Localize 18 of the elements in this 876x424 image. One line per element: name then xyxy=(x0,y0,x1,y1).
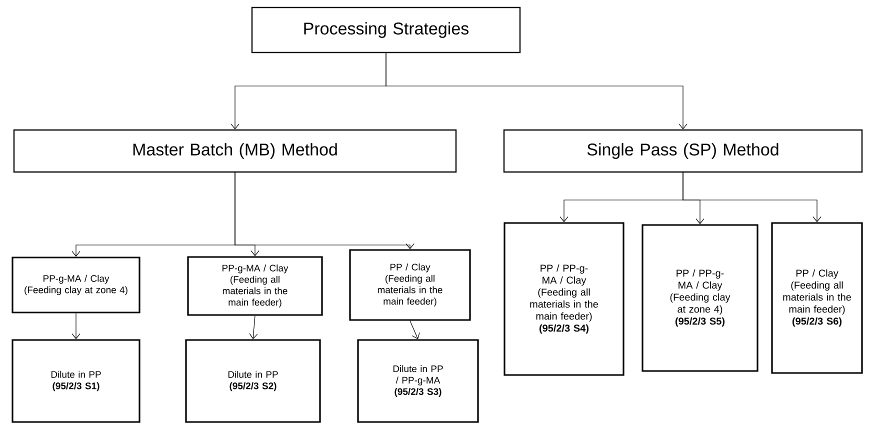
heading-box: Processing Strategies xyxy=(251,6,521,54)
arrow xyxy=(234,172,414,250)
heading-box: Master Batch (MB) Method xyxy=(13,129,457,173)
arrow xyxy=(410,320,420,340)
arrow xyxy=(386,52,688,130)
process-box: Dilute in PP / PP-g-MA (95/2/3 S3) xyxy=(357,339,479,423)
heading-box: Single Pass (SP) Method xyxy=(503,129,863,173)
process-box: PP / Clay (Feeding all materials in the main feeder) (95/2/3 S6) xyxy=(771,222,863,374)
process-box: Dilute in PP (95/2/3 S1) xyxy=(12,339,140,423)
process-box: PP / PP-g-MA / Clay (Feeding all materials in the main feeder) (95/2/3 S4) xyxy=(504,222,624,376)
process-box: PP-g-MA / Clay (Feeding clay at zone 4) xyxy=(12,256,140,314)
process-box: PP / PP-g-MA / Clay (Feeding clay at zone 4) (95/2/3 S5) xyxy=(642,224,758,372)
arrow xyxy=(682,172,822,222)
arrow xyxy=(72,313,80,340)
arrow xyxy=(249,316,258,340)
process-box: PP / Clay (Feeding all materials in the main feeder) xyxy=(349,249,471,321)
process-box: Dilute in PP (95/2/3 S2) xyxy=(185,339,321,423)
process-box: PP-g-MA / Clay (Feeding all materials in the main feeder) xyxy=(187,256,323,316)
